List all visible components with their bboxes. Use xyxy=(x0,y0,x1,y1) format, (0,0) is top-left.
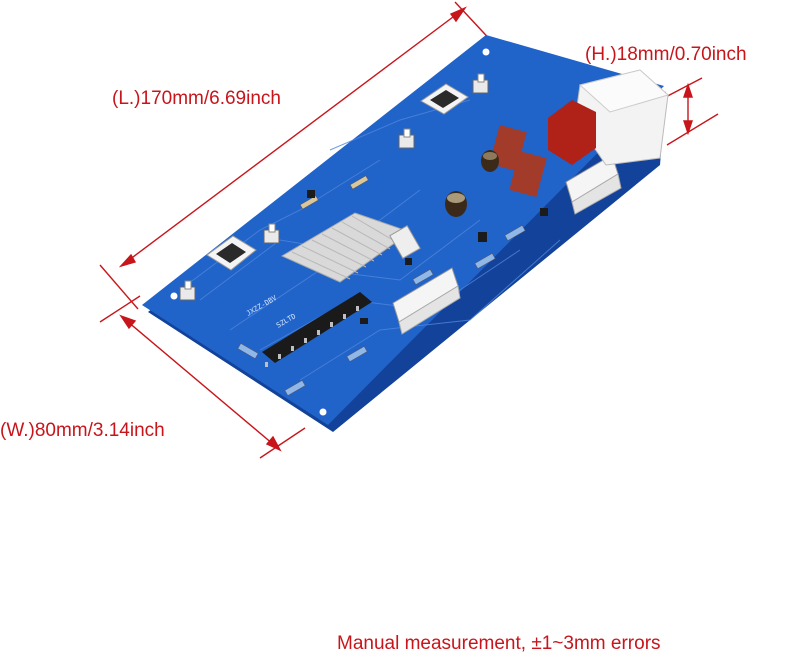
push-buttons xyxy=(179,73,489,301)
resistors xyxy=(237,175,526,396)
relay xyxy=(548,69,670,166)
ribbon-cable xyxy=(280,212,421,283)
electrolytic-capacitors xyxy=(445,150,499,217)
height-dimension-label: (H.)18mm/0.70inch xyxy=(585,44,747,65)
small-components xyxy=(307,190,548,324)
connector-right xyxy=(565,154,622,215)
pcb-board: JXZZ-DBV SZLTD xyxy=(142,35,670,432)
seven-segment-display-left xyxy=(206,235,257,271)
width-dimension-label: (W.)80mm/3.14inch xyxy=(0,420,165,441)
measurement-note: Manual measurement, ±1~3mm errors xyxy=(337,633,661,654)
length-dimension-label: (L.)170mm/6.69inch xyxy=(112,88,281,109)
dimension-lines xyxy=(99,1,719,459)
dip-ic xyxy=(262,292,372,367)
connector-front xyxy=(392,267,461,335)
seven-segment-display-right xyxy=(420,83,469,115)
